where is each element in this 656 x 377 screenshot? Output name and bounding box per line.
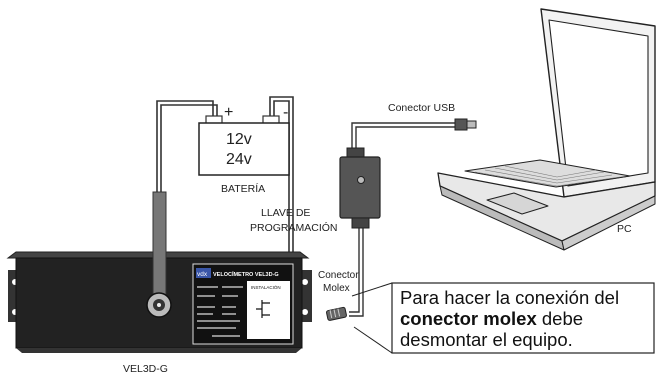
usb-plug-tip (466, 120, 477, 129)
laptop-touchpad (486, 192, 549, 215)
callout-line2-rest: debe (536, 308, 584, 329)
key-body (339, 156, 381, 219)
usb-connector: Conector USB (388, 102, 477, 131)
usb-plug-body (454, 118, 468, 131)
callout-bold-text: conector molex (400, 308, 537, 329)
pc-label: PC (617, 223, 632, 235)
key-bottom-connector (351, 217, 370, 229)
device-logo-badge (196, 268, 211, 278)
battery-voltage-24: 24v (226, 151, 252, 168)
device-vel3d-g: vdx VELOCÍMETRO VEL3D-G INSTALACIÓN VEL3… (6, 191, 312, 375)
laptop-keyboard (464, 159, 631, 188)
battery-body (198, 122, 290, 176)
battery-plus-sign: + (224, 104, 233, 121)
callout-box (391, 282, 655, 354)
key-label-line2: PROGRAMACIÓN (250, 221, 338, 234)
device-plate-text-lines (197, 286, 243, 337)
device-label: VEL3D-G (123, 363, 168, 375)
battery-minus-sign: - (283, 104, 288, 121)
laptop-screen (548, 19, 649, 187)
molex-label-line1: Conector (318, 270, 359, 281)
usb-label: Conector USB (388, 102, 455, 114)
battery: + - 12v 24v BATERÍA (198, 104, 290, 195)
battery-wires (156, 96, 294, 255)
device-logo: vdx (197, 271, 208, 278)
device-plate-title: VELOCÍMETRO VEL3D-G (213, 270, 279, 278)
battery-label: BATERÍA (221, 182, 265, 195)
device-install-label: INSTALACIÓN (251, 284, 281, 290)
usb-cable (351, 122, 455, 150)
molex-label-line2: Molex (323, 283, 350, 294)
molex-plug-icon (326, 306, 347, 321)
molex-cable (349, 228, 364, 317)
callout-pointer (351, 282, 393, 354)
programming-key: LLAVE DE PROGRAMACIÓN (250, 147, 381, 234)
key-top-connector (346, 147, 365, 158)
device-install-panel (247, 281, 290, 339)
device-cable (152, 191, 167, 296)
key-label-line1: LLAVE DE (261, 207, 310, 219)
callout-note: Para hacer la conexión del conector mole… (392, 283, 654, 353)
laptop-pc: PC (437, 8, 656, 251)
callout-line1: Para hacer la conexión del (400, 287, 620, 308)
molex-connector: Conector Molex (318, 270, 359, 321)
battery-voltage-12: 12v (226, 131, 252, 148)
callout-line3: desmontar el equipo. (400, 329, 573, 350)
key-led-icon (357, 176, 365, 184)
